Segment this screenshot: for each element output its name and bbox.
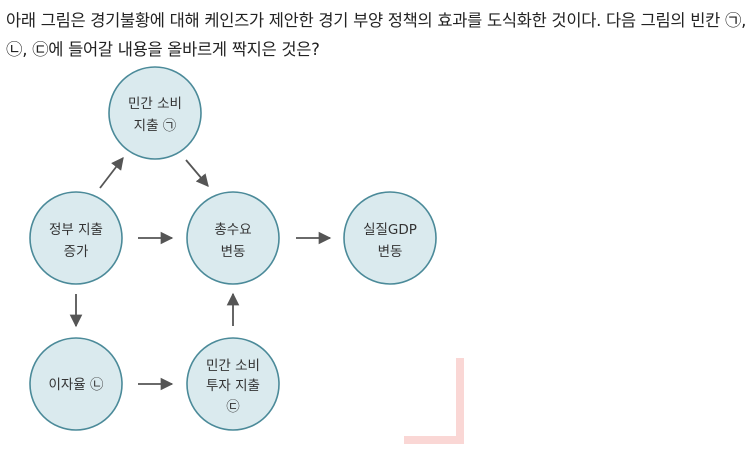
node-aggregate-demand-line2: 변동 (221, 244, 246, 260)
node-real-gdp: 실질GDP 변동 (343, 191, 437, 285)
node-investment-line3: ㉢ (226, 399, 240, 415)
node-investment: 민간 소비 투자 지출 ㉢ (186, 337, 280, 431)
corner-bracket-mark (404, 358, 464, 444)
node-aggregate-demand-line1: 총수요 (214, 222, 251, 238)
question-text: 아래 그림은 경기불황에 대해 케인즈가 제안한 경기 부양 정책의 효과를 도… (6, 11, 747, 59)
node-government-line1: 정부 지출 (49, 222, 103, 238)
node-real-gdp-line1: 실질GDP (363, 222, 417, 238)
node-consumption-line1: 민간 소비 (128, 96, 182, 112)
node-consumption-line2: 지출 ㉠ (134, 118, 177, 134)
arrow-government-to-consumption (99, 157, 124, 189)
arrow-consumption-to-demand (185, 159, 209, 187)
node-government: 정부 지출 증가 (29, 191, 123, 285)
node-aggregate-demand: 총수요 변동 (186, 191, 280, 285)
node-interest-rate: 이자율 ㉡ (29, 337, 123, 431)
node-interest-rate-line1: 이자율 ㉡ (48, 377, 104, 393)
node-real-gdp-line2: 변동 (378, 244, 403, 260)
node-consumption: 민간 소비 지출 ㉠ (108, 66, 202, 160)
node-investment-line2: 투자 지출 (206, 378, 260, 394)
node-investment-line1: 민간 소비 (206, 358, 260, 374)
node-government-line2: 증가 (64, 244, 89, 260)
